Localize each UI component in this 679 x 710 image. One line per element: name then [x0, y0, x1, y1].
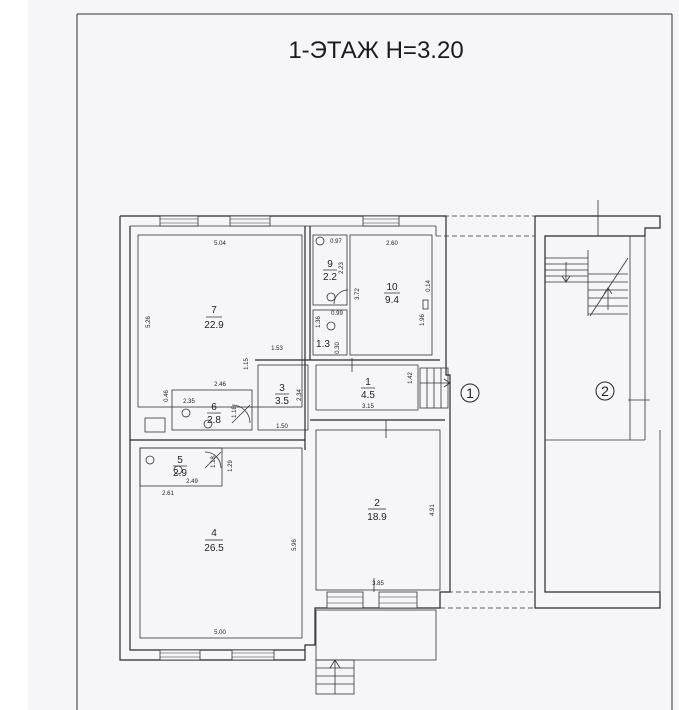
room-13-outline [312, 309, 348, 356]
room-1-area: 4.5 [361, 390, 375, 401]
window-bottom-1 [159, 649, 201, 661]
dim-223: 2.23 [339, 262, 345, 274]
dim-150: 1.50 [276, 424, 288, 430]
window-top-1 [159, 215, 199, 227]
room-3-outline [257, 364, 309, 431]
room-3-label: 3 3.5 [275, 383, 289, 407]
right-wing-wall [534, 215, 661, 609]
door-arc-9 [333, 289, 349, 305]
dim-261: 2.61 [162, 491, 174, 497]
dim-385: 3.85 [372, 581, 384, 587]
door-leaf-6 [231, 404, 251, 424]
axis-marker-2-circle [595, 381, 615, 401]
stair-flights [545, 200, 629, 317]
dim-129: 1.29 [228, 460, 234, 472]
room-2-outline [315, 429, 441, 591]
left-margin [0, 0, 28, 710]
room-6-outline [171, 389, 253, 431]
dim-118a: 1.18 [232, 406, 238, 418]
room-7-outline [137, 234, 303, 408]
axis-marker-2-label: 2 [601, 383, 609, 399]
axis-marker-1-label: 1 [466, 385, 474, 401]
entrance-steps-right [419, 367, 451, 409]
room-9-label: 9 2.2 [323, 259, 337, 283]
room-3-area: 3.5 [275, 396, 289, 407]
room-9-outline [312, 234, 348, 306]
room-5-number: 5 [177, 455, 183, 466]
window-bottom-2 [231, 649, 275, 661]
dim-136: 1.36 [316, 316, 322, 328]
window-top-2 [229, 215, 271, 227]
entrance-steps-bottom [315, 609, 437, 695]
dim-234: 2.34 [297, 389, 303, 401]
room-13-label: 1.3 [316, 339, 330, 350]
room-7-number: 7 [211, 305, 217, 316]
room-1-number: 1 [365, 377, 371, 388]
room-2-number: 2 [374, 498, 380, 509]
dim-099: 0.99 [331, 311, 343, 317]
room-9-area: 2.2 [323, 272, 337, 283]
dim-249: 2.49 [186, 479, 198, 485]
room-10-area: 9.4 [385, 295, 399, 306]
room-10-label: 10 9.4 [384, 282, 400, 306]
dim-596: 5.96 [292, 539, 298, 551]
sink-6 [203, 419, 213, 429]
shaft-10 [422, 299, 429, 310]
dim-097: 0.97 [330, 239, 342, 245]
dim-500: 5.00 [214, 630, 226, 636]
dim-142: 1.42 [408, 372, 414, 384]
window-top-3 [362, 215, 400, 227]
plan-title: 1-ЭТАЖ H=3.20 [288, 37, 463, 64]
door-leaf-5 [204, 451, 222, 469]
room-1-outline [315, 364, 419, 411]
dim-260: 2.60 [386, 241, 398, 247]
small-box [144, 417, 166, 433]
dim-196: 1.96 [420, 314, 426, 326]
dim-118b: 1.18 [211, 456, 217, 468]
room-13-number: 1.3 [316, 339, 330, 350]
toilet-9 [326, 292, 336, 302]
dim-014: 0.14 [426, 280, 432, 292]
toilet-5 [145, 455, 155, 465]
dim-504: 5.04 [214, 241, 226, 247]
dim-526: 5.26 [146, 316, 152, 328]
dim-372: 3.72 [355, 288, 361, 300]
room-4-number: 4 [211, 528, 217, 539]
room-9-number: 9 [327, 259, 333, 270]
dim-046: 0.46 [164, 390, 170, 402]
room-4-area: 26.5 [204, 543, 224, 554]
room-2-label: 2 18.9 [367, 498, 387, 523]
room-5-area: 2.9 [173, 468, 187, 479]
room-10-number: 10 [386, 282, 398, 293]
room-2-area: 18.9 [367, 512, 387, 523]
room-5-label: 5 2.9 [173, 455, 187, 479]
room-6-number: 6 [211, 402, 217, 413]
toilet-6 [181, 408, 191, 418]
room-1-label: 1 4.5 [361, 377, 375, 401]
room-6-label: 6 2.8 [207, 402, 221, 426]
axis-marker-1-circle [460, 383, 480, 403]
dim-153: 1.53 [271, 346, 283, 352]
toilet-13 [326, 321, 336, 331]
dim-315: 3.15 [362, 404, 374, 410]
room-10-outline [349, 234, 433, 356]
dim-491: 4.91 [430, 504, 436, 516]
dim-030: 0.30 [335, 342, 341, 354]
room-3-number: 3 [279, 383, 285, 394]
window-bottom-3 [326, 591, 364, 609]
window-bottom-4 [378, 591, 418, 609]
room-7-area: 22.9 [204, 320, 224, 331]
sink-9 [315, 236, 325, 246]
dim-235: 2.35 [183, 399, 195, 405]
room-5-outline [139, 447, 223, 487]
room-4-label: 4 26.5 [204, 528, 224, 554]
dim-115: 1.15 [244, 358, 250, 370]
room-6-area: 2.8 [207, 415, 221, 426]
dim-246: 2.46 [214, 382, 226, 388]
room-7-label: 7 22.9 [204, 305, 224, 331]
